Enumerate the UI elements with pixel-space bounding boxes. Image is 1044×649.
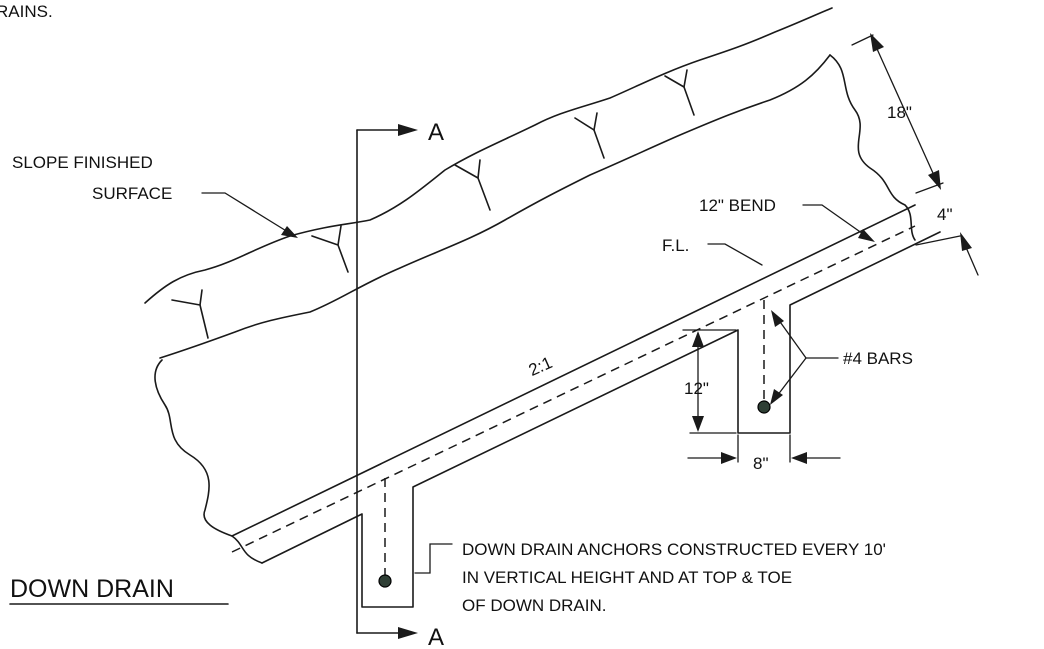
dimension-8-label: 8" — [753, 454, 769, 473]
lining-top-line — [231, 204, 916, 537]
dimension-8 — [687, 434, 841, 464]
dimension-12-label: 12" — [684, 379, 709, 398]
flow-line-leader — [707, 243, 763, 266]
rebar-dot-right — [757, 400, 771, 414]
note-leader — [414, 543, 453, 574]
dimension-4 — [915, 232, 979, 276]
rebar-dot-left — [378, 574, 392, 588]
slope-ratio-label: 2:1 — [526, 353, 555, 380]
section-mark-top: A — [428, 119, 444, 146]
section-cut-line — [356, 124, 418, 639]
lining-bottom-line — [261, 231, 941, 608]
bars-leader-bottom — [776, 357, 807, 397]
flow-line — [231, 225, 916, 553]
flow-line-label: F.L. — [662, 236, 689, 255]
section-mark-bottom: A — [428, 624, 444, 649]
header-fragment: RAINS. — [0, 2, 53, 21]
terrain-line — [144, 7, 833, 304]
note-line2: IN VERTICAL HEIGHT AND AT TOP & TOE — [462, 568, 792, 587]
bars-arrow-bottom — [770, 389, 783, 405]
bars-label: #4 BARS — [843, 349, 913, 368]
left-break-line — [154, 359, 263, 564]
slope-surface-leader — [201, 192, 289, 233]
bend-arrow — [858, 229, 875, 242]
bars-arrow-top — [771, 310, 784, 327]
slope-surface-label-line2: SURFACE — [92, 184, 172, 203]
dimension-4-label: 4" — [937, 205, 953, 224]
note-line3: OF DOWN DRAIN. — [462, 596, 607, 615]
bars-leader-top — [777, 318, 839, 359]
slope-surface-line — [159, 54, 831, 359]
note-line1: DOWN DRAIN ANCHORS CONSTRUCTED EVERY 10' — [462, 540, 886, 559]
slope-surface-arrow — [281, 226, 298, 238]
right-break-line — [829, 54, 916, 241]
bend-leader — [802, 204, 867, 237]
bend-label: 12" BEND — [699, 196, 776, 215]
dimension-18 — [851, 33, 944, 194]
riprap-joints — [171, 69, 695, 339]
drawing-title: DOWN DRAIN — [10, 575, 174, 603]
dimension-18-label: 18" — [887, 103, 912, 122]
slope-surface-label-line1: SLOPE FINISHED — [12, 153, 153, 172]
dimension-12 — [682, 329, 737, 434]
